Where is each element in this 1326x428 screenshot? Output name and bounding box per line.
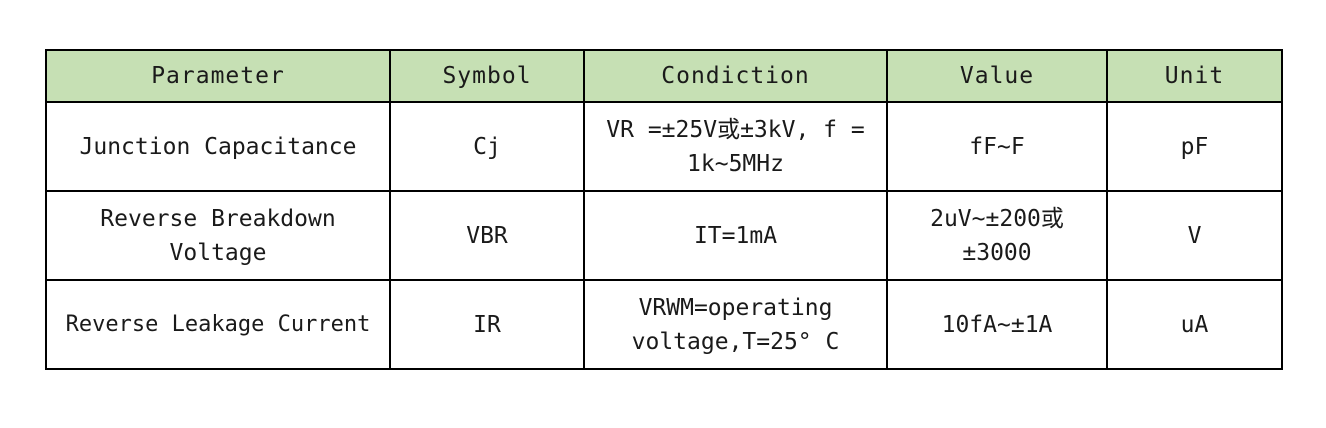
cell-value-text: 2uV~±200或±3000 — [930, 205, 1064, 266]
cell-symbol: Cj — [389, 101, 585, 192]
cell-condition-text: VRWM=operating voltage,T=25° C — [631, 294, 840, 355]
cell-unit: uA — [1106, 279, 1283, 370]
cell-parameter-text: Reverse Breakdown Voltage — [100, 205, 336, 266]
cell-condition: VRWM=operating voltage,T=25° C — [583, 279, 888, 370]
cell-parameter: Junction Capacitance — [45, 101, 391, 192]
spec-table: Parameter Symbol Condiction Value Unit J… — [45, 49, 1283, 370]
table-row: Junction Capacitance Cj VR =±25V或±3kV, f… — [45, 101, 1283, 192]
table-row: Reverse Leakage Current IR VRWM=operatin… — [45, 279, 1283, 370]
header-value: Value — [886, 49, 1108, 103]
cell-parameter: Reverse Breakdown Voltage — [45, 190, 391, 281]
header-symbol: Symbol — [389, 49, 585, 103]
cell-unit: V — [1106, 190, 1283, 281]
header-condition: Condiction — [583, 49, 888, 103]
cell-symbol: VBR — [389, 190, 585, 281]
header-parameter: Parameter — [45, 49, 391, 103]
cell-value: 10fA~±1A — [886, 279, 1108, 370]
table-row: Reverse Breakdown Voltage VBR IT=1mA 2uV… — [45, 190, 1283, 281]
cell-condition: VR =±25V或±3kV, f = 1k~5MHz — [583, 101, 888, 192]
cell-value: 2uV~±200或±3000 — [886, 190, 1108, 281]
cell-parameter: Reverse Leakage Current — [45, 279, 391, 370]
cell-symbol: IR — [389, 279, 585, 370]
header-unit: Unit — [1106, 49, 1283, 103]
cell-condition: IT=1mA — [583, 190, 888, 281]
header-row: Parameter Symbol Condiction Value Unit — [45, 49, 1283, 103]
cell-value: fF~F — [886, 101, 1108, 192]
cell-unit: pF — [1106, 101, 1283, 192]
